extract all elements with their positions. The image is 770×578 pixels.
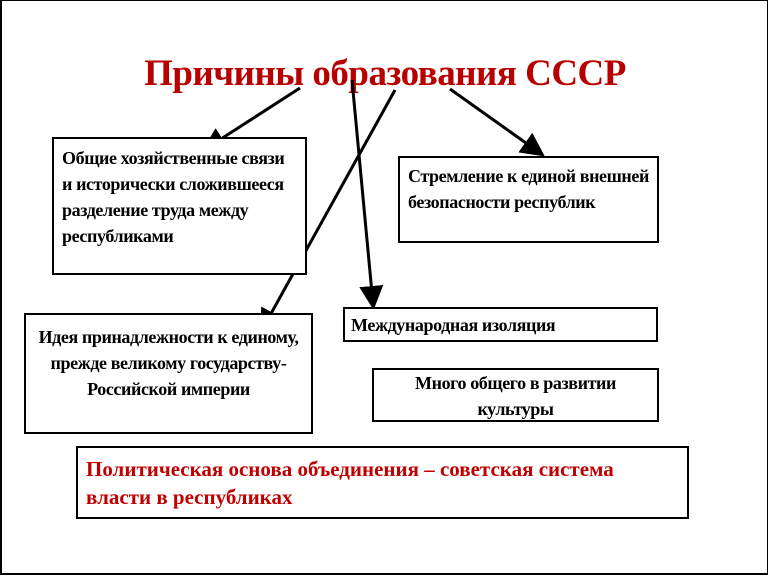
cause-external-security: Стремление к единой внешней безопасности… — [398, 156, 659, 243]
cause-shared-culture: Много общего в развитии культуры — [372, 368, 659, 422]
slide-title: Причины образования СССР — [144, 53, 626, 94]
arrow-to-empire — [260, 89, 397, 334]
cause-international-isolation: Международная изоляция — [343, 307, 658, 342]
arrow-to-security — [449, 87, 545, 157]
cause-political-basis: Политическая основа объединения – советс… — [76, 446, 689, 519]
cause-economic-ties: Общие хозяйственные связи и исторически … — [52, 137, 307, 275]
arrow-to-isolation — [350, 79, 384, 310]
cause-russian-empire: Идея принадлежности к единому, прежде ве… — [24, 313, 313, 434]
